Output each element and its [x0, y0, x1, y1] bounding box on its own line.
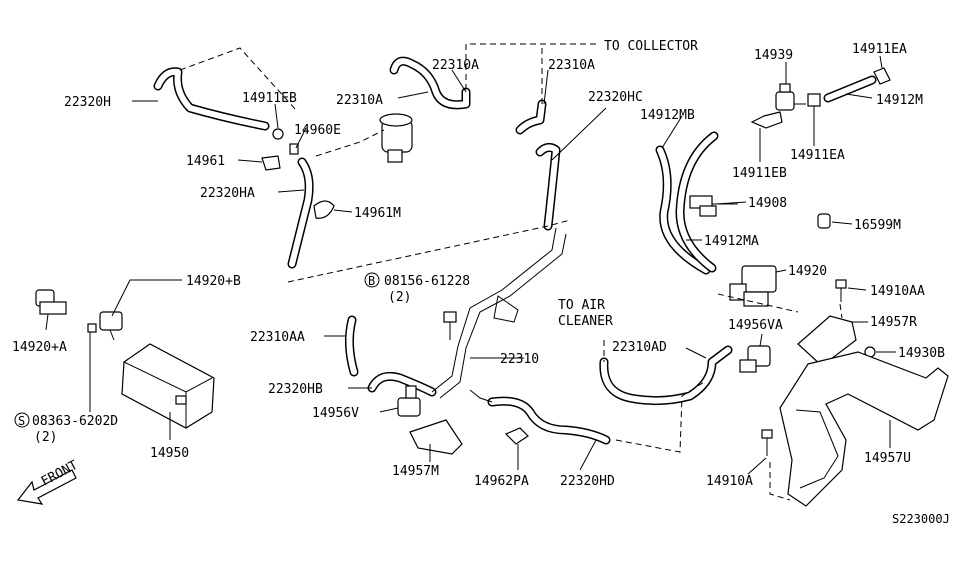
hose-22310ad	[599, 345, 733, 406]
hose-22310aa	[344, 315, 359, 377]
bolt-symbol-b: B	[364, 272, 380, 288]
valve-14956va	[739, 345, 771, 373]
label-14950: 14950	[150, 446, 189, 461]
hose-22310a-right	[515, 99, 547, 135]
label-14956v: 14956V	[312, 406, 359, 421]
hose-22310a-top	[389, 56, 471, 110]
clip-14962pa	[504, 427, 529, 445]
label-14920: 14920	[788, 264, 827, 279]
bracket-14957m	[409, 419, 463, 455]
label-22320ha: 22320HA	[200, 186, 255, 201]
hose-14912m	[823, 75, 877, 103]
label-14912ma: 14912MA	[704, 234, 759, 249]
valve-14956v	[397, 385, 421, 417]
label-14920-b: 14920+B	[186, 274, 241, 289]
label-14911ea-bottom: 14911EA	[790, 148, 845, 163]
label-14957u: 14957U	[864, 451, 911, 466]
label-14911ea-top: 14911EA	[852, 42, 907, 57]
clip-14911eb-left	[272, 128, 299, 155]
note-to-air: TO AIR	[558, 298, 605, 313]
plug-16599m	[817, 213, 831, 229]
hose-22320h	[153, 67, 270, 131]
front-arrow	[16, 469, 77, 505]
label-22320hb: 22320HB	[268, 382, 323, 397]
screw-08363	[87, 323, 97, 333]
label-14912mb: 14912MB	[640, 108, 695, 123]
pipe-22310	[431, 227, 567, 403]
label-14957r: 14957R	[870, 315, 917, 330]
tee-connector	[750, 67, 891, 129]
label-14961m: 14961M	[354, 206, 401, 221]
connector-14908	[689, 195, 738, 217]
label-22310a-top: 22310A	[432, 58, 479, 73]
clip-14961m	[313, 200, 335, 219]
label-08156-qty: (2)	[388, 290, 411, 305]
clip-14961	[261, 155, 281, 171]
part-labels: 22320H 14911EB 14960E 14961 22320HA 1496…	[12, 39, 950, 526]
dashed-connections	[179, 43, 843, 501]
label-14920-a: 14920+A	[12, 340, 67, 355]
bracket-14957u	[779, 351, 949, 507]
hose-14912mb	[655, 131, 719, 275]
label-22310: 22310	[500, 352, 539, 367]
label-14962pa: 14962PA	[474, 474, 529, 489]
bolt-08156	[443, 311, 457, 340]
label-14957m: 14957M	[392, 464, 439, 479]
label-14930b: 14930B	[898, 346, 945, 361]
label-22310a-right: 22310A	[548, 58, 595, 73]
label-14910a: 14910A	[706, 474, 753, 489]
hose-22320hb	[367, 371, 437, 397]
label-22310ad: 22310AD	[612, 340, 667, 355]
label-08363-6202d: 08363-6202D	[32, 414, 118, 429]
label-14956va: 14956VA	[728, 318, 783, 333]
screw-symbol-s: S	[14, 412, 30, 428]
label-14908: 14908	[748, 196, 787, 211]
sensor-14939	[775, 83, 806, 111]
leader-lines	[45, 55, 896, 475]
note-to-collector: TO COLLECTOR	[604, 39, 698, 54]
hose-22320ha	[287, 157, 314, 269]
label-14912m: 14912M	[876, 93, 923, 108]
label-16599m: 16599M	[854, 218, 901, 233]
valve-14960e	[379, 113, 413, 163]
valve-14920-a	[35, 289, 67, 315]
screw-symbol-letter: S	[18, 414, 25, 428]
label-08363-qty: (2)	[34, 430, 57, 445]
label-14911eb: 14911EB	[242, 91, 297, 106]
label-14961: 14961	[186, 154, 225, 169]
label-14910aa: 14910AA	[870, 284, 925, 299]
bolt-14910a	[761, 429, 773, 456]
diagram-ref-code: S223000J	[892, 512, 950, 526]
hose-22320hc	[535, 142, 561, 231]
label-14911eb-right: 14911EB	[732, 166, 787, 181]
canister-14950	[121, 343, 215, 429]
label-08156-61228: 08156-61228	[384, 274, 470, 289]
label-22310a-left: 22310A	[336, 93, 383, 108]
label-14960e: 14960E	[294, 123, 341, 138]
label-14939: 14939	[754, 48, 793, 63]
bolt-symbol-letter: B	[368, 274, 375, 288]
label-22320hd: 22320HD	[560, 474, 615, 489]
bolt-14910aa	[835, 279, 847, 302]
note-cleaner: CLEANER	[558, 314, 613, 329]
label-22310aa: 22310AA	[250, 330, 305, 345]
label-22320hc: 22320HC	[588, 90, 643, 105]
label-22320h: 22320H	[64, 95, 111, 110]
hose-22320hd	[487, 396, 611, 445]
valve-14920	[729, 265, 777, 307]
valve-14920-b	[99, 311, 123, 341]
